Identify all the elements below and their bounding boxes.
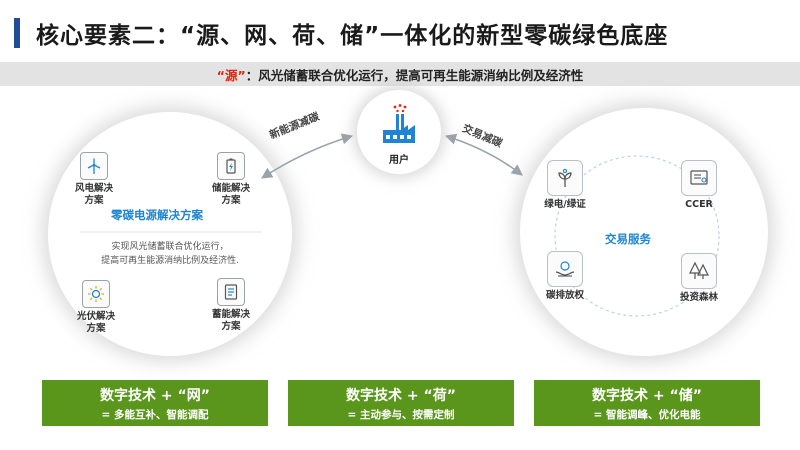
green-power-label: 绿电/绿证 [544,199,586,210]
digital-storage-box: 数字技术 + “储” = 智能调峰、优化电能 [534,380,760,426]
trade-inner-ring [554,155,720,317]
subtitle-highlight: “源” [216,68,246,83]
digital-grid-box: 数字技术 + “网” = 多能互补、智能调配 [42,380,268,426]
subtitle-text: ：风光储蓄联合优化运行，提高可再生能源消纳比例及经济性 [245,68,584,83]
right-arrow-line [444,133,523,176]
reservoir-label-line2: 方案 [221,321,241,332]
forest-investment-node: 投资森林 [664,253,734,304]
solar-sun-icon [82,280,110,308]
green-power-certificate-node: 绿电/绿证 [530,160,600,211]
subtitle-band [0,62,800,86]
source-description-line2: 提高可再生能源消纳比例及经济性. [101,256,239,266]
digital-grid-subtitle: = 多能互补、智能调配 [101,409,209,421]
pv-solution-node: 光伏解决方案 [61,280,131,335]
source-description-line1: 实现风光储蓄联合优化运行， [111,242,229,252]
digital-storage-title: 数字技术 + “储” [592,388,702,404]
left-arrow-line [261,133,354,179]
title-accent-bar [14,18,20,48]
ccer-label: CCER [685,199,713,210]
forest-investment-label: 投资森林 [679,292,718,303]
digital-load-box: 数字技术 + “荷” = 主动参与、按需定制 [288,380,514,426]
factory-icon [381,103,417,151]
carbon-emission-right-node: 碳排放权 [530,251,600,302]
ccer-node: CCER [664,160,734,211]
zero-carbon-power-title: 零碳电源解决方案 [111,208,203,222]
digital-storage-subtitle: = 智能调峰、优化电能 [593,409,701,421]
reservoir-storage-solution-node: 蓄能解决方案 [196,278,266,333]
reservoir-label-line1: 蓄能解决 [211,309,250,320]
forest-trees-icon [681,253,717,289]
wind-label-line1: 风电解决 [74,183,113,194]
digital-load-title: 数字技术 + “荷” [346,388,456,404]
energy-storage-solution-node: 储能解决方案 [196,152,266,207]
subtitle: “源”：风光储蓄联合优化运行，提高可再生能源消纳比例及经济性 [0,65,800,84]
trade-service-circle [520,108,768,356]
battery-icon [217,152,245,180]
source-description: 实现风光储蓄联合优化运行， 提高可再生能源消纳比例及经济性. [62,240,278,268]
storage-label-line2: 方案 [221,195,241,206]
digital-grid-title: 数字技术 + “网” [100,388,210,404]
plant-sprout-icon [547,160,583,196]
certificate-icon [681,160,717,196]
pv-label-line2: 方案 [86,323,106,334]
user-label: 用户 [389,155,409,166]
storage-label-line1: 储能解决 [211,183,250,194]
wind-label-line2: 方案 [84,195,104,206]
trade-service-title: 交易服务 [605,232,651,246]
storage-document-icon [217,278,245,306]
hands-globe-icon [547,251,583,287]
page-title: 核心要素二：“源、网、荷、储”一体化的新型零碳绿色底座 [36,23,669,49]
wind-turbine-icon [80,152,108,180]
carbon-emission-label: 碳排放权 [545,290,584,301]
digital-load-subtitle: = 主动参与、按需定制 [347,409,455,421]
wind-solution-node: 风电解决方案 [59,152,129,207]
pv-label-line1: 光伏解决 [76,311,115,322]
